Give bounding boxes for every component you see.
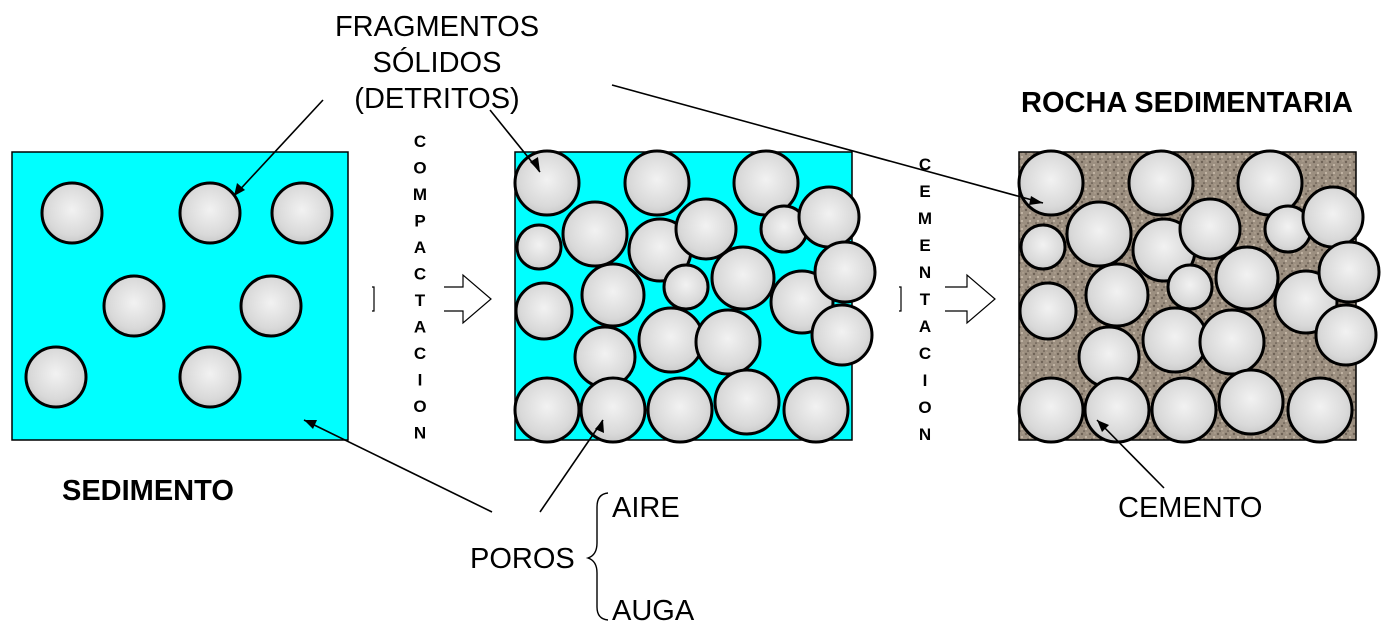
grain xyxy=(239,274,303,338)
grain xyxy=(579,376,647,444)
cementacion-letter: E xyxy=(919,182,930,201)
compactacion-letter: C xyxy=(414,265,426,284)
compactacion-letter: I xyxy=(418,371,423,390)
compacted-panel xyxy=(513,149,877,444)
cementacion-letter: I xyxy=(923,371,928,390)
grain xyxy=(1018,281,1078,341)
compactacion-letter: O xyxy=(413,159,426,178)
sedimento-panel xyxy=(11,151,349,441)
grain xyxy=(1150,376,1218,444)
grain xyxy=(623,149,691,217)
cementacion-letter: N xyxy=(919,263,931,282)
grain xyxy=(1166,263,1214,311)
fragmentos-label-line-3: (DETRITOS) xyxy=(354,83,519,115)
pointer-sediment-pore xyxy=(303,419,493,513)
arrowheads xyxy=(234,157,1109,433)
grain xyxy=(713,368,781,436)
grain xyxy=(810,303,874,367)
grain xyxy=(580,262,646,328)
compactacion-letter: P xyxy=(414,212,425,231)
grain xyxy=(694,308,762,376)
grain xyxy=(1178,197,1242,261)
fragmentos-label-line-2: SÓLIDOS xyxy=(373,46,502,79)
compactacion-letter: O xyxy=(413,397,426,416)
grain xyxy=(513,376,581,444)
grain xyxy=(178,181,242,245)
compactacion-arrow xyxy=(372,273,492,325)
pointer-to-sediment-grain xyxy=(233,99,324,197)
compactacion-letter: T xyxy=(415,291,426,310)
grain xyxy=(1019,223,1067,271)
compactacion-letter: N xyxy=(414,424,426,443)
cemento-label: CEMENTO xyxy=(1118,492,1262,524)
rocha-sedimentaria-title: ROCHA SEDIMENTARIA xyxy=(1021,87,1353,119)
cementacion-letter: E xyxy=(919,236,930,255)
cementacion-letter: O xyxy=(918,398,931,417)
compactacion-letter: C xyxy=(414,344,426,363)
grain xyxy=(1141,306,1209,374)
grain xyxy=(674,197,738,261)
grain xyxy=(24,345,88,409)
cementacion-arrow xyxy=(899,273,996,325)
compacted-grains xyxy=(513,149,877,444)
grain xyxy=(797,185,861,249)
grain xyxy=(1314,303,1378,367)
grain xyxy=(515,223,563,271)
grain xyxy=(637,306,705,374)
grain xyxy=(1301,185,1365,249)
pointer-compacted-pore xyxy=(539,419,604,513)
grain xyxy=(40,181,104,245)
grain xyxy=(1198,308,1266,376)
pointer-to-rock-grain xyxy=(611,84,1044,204)
cementacion-letter: M xyxy=(918,209,932,228)
pointer-lines xyxy=(233,84,1165,513)
grain xyxy=(513,149,581,217)
grain xyxy=(514,281,574,341)
grain xyxy=(782,376,850,444)
grain xyxy=(178,345,242,409)
grain xyxy=(646,376,714,444)
grain xyxy=(1084,262,1150,328)
cementacion-letter: C xyxy=(919,155,931,174)
compactacion-letter: A xyxy=(414,318,426,337)
grain xyxy=(561,200,629,268)
compactacion-letter: M xyxy=(413,185,427,204)
grain xyxy=(1214,245,1280,311)
grain xyxy=(1317,240,1381,304)
sedimento-title: SEDIMENTO xyxy=(62,475,234,507)
fragmentos-label-line-1: FRAGMENTOS xyxy=(335,11,539,43)
grain xyxy=(1017,376,1085,444)
aire-label: AIRE xyxy=(612,492,680,524)
grain xyxy=(1017,149,1085,217)
compactacion-letter: C xyxy=(414,132,426,151)
grain xyxy=(1286,376,1354,444)
cementacion-letter: C xyxy=(919,344,931,363)
sedimento-grains xyxy=(24,181,334,409)
cementacion-letter: A xyxy=(919,317,931,336)
grain xyxy=(270,181,334,245)
grain xyxy=(1065,200,1133,268)
rocha-panel xyxy=(1017,149,1381,444)
grain xyxy=(1217,368,1285,436)
grain xyxy=(102,274,166,338)
pointer-cement xyxy=(1096,419,1165,489)
cementacion-letter: N xyxy=(919,425,931,444)
poros-label: POROS xyxy=(470,543,575,575)
grain xyxy=(1127,149,1195,217)
grain xyxy=(813,240,877,304)
compactacion-letter: A xyxy=(414,238,426,257)
grain xyxy=(1083,376,1151,444)
cementacion-letter: T xyxy=(920,290,931,309)
auga-label: AUGA xyxy=(612,595,695,623)
rocha-grains xyxy=(1017,149,1381,444)
grain xyxy=(710,245,776,311)
poros-brace xyxy=(585,492,609,621)
grain xyxy=(662,263,710,311)
